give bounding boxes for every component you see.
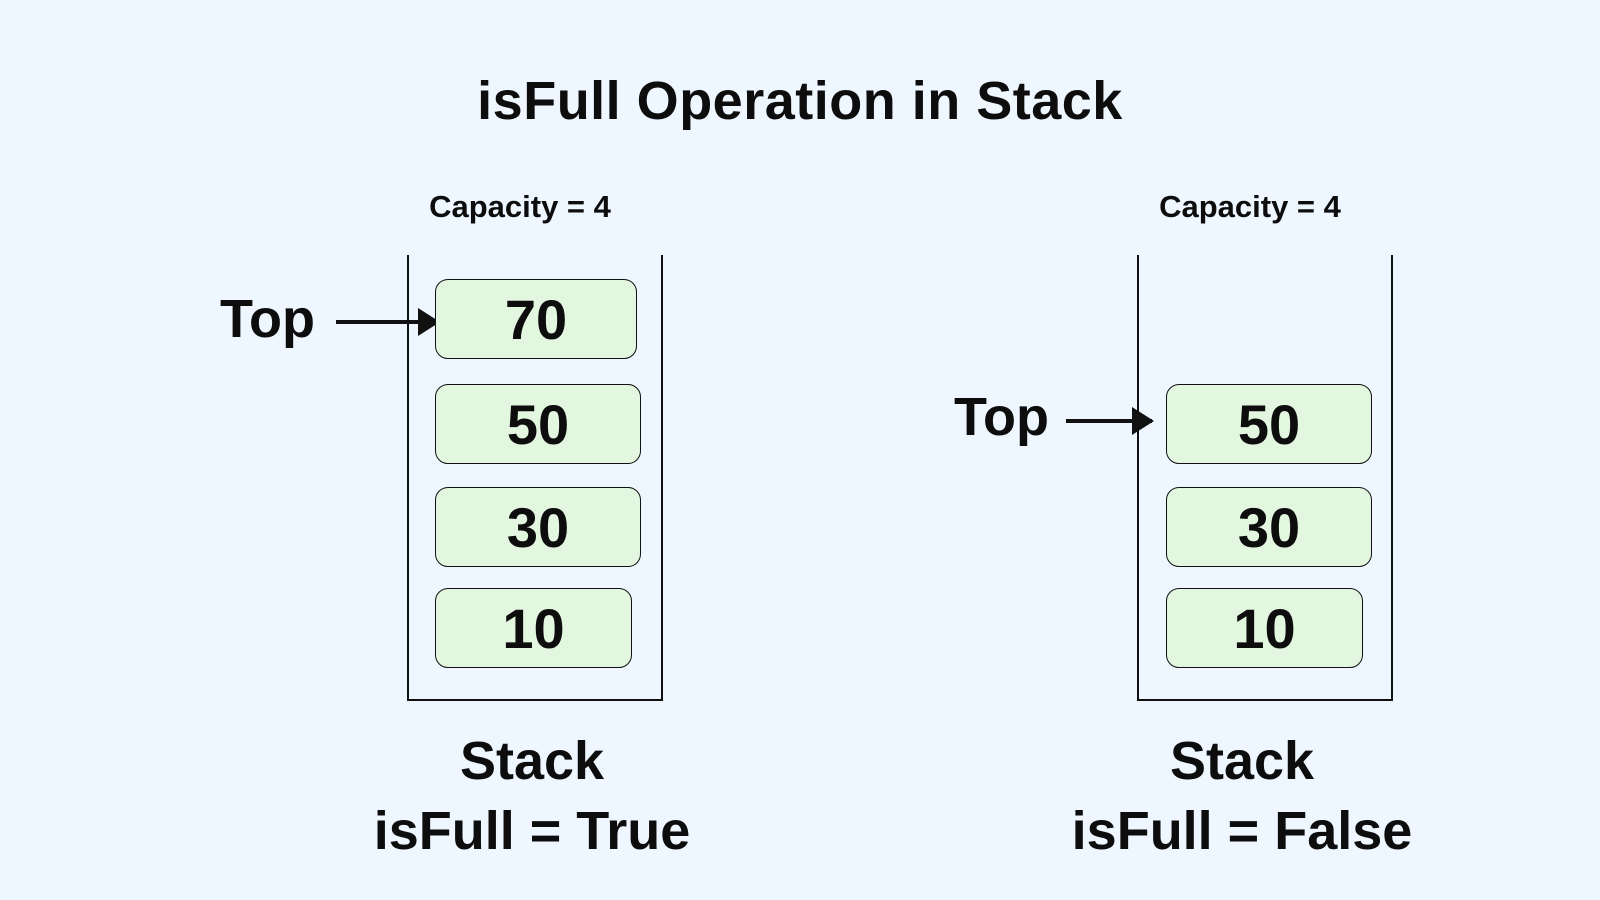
left-caption: Stack isFull = True [322, 726, 742, 866]
right-caption: Stack isFull = False [1032, 726, 1452, 866]
diagram-title: isFull Operation in Stack [477, 71, 1123, 131]
left-stack-item-70: 70 [435, 279, 637, 359]
left-stack-container: 70 50 30 10 [407, 255, 663, 701]
right-caption-isfull: isFull = False [1071, 801, 1413, 861]
right-top-label: Top [954, 387, 1049, 447]
left-caption-stack: Stack [459, 731, 605, 791]
left-capacity-label: Capacity = 4 [429, 189, 611, 224]
right-stack-item-50: 50 [1166, 384, 1372, 464]
right-stack-container: 50 30 10 [1137, 255, 1393, 701]
right-stack-item-30: 30 [1166, 487, 1372, 567]
left-stack-item-10: 10 [435, 588, 632, 668]
left-top-label: Top [220, 289, 315, 349]
left-stack-item-30: 30 [435, 487, 641, 567]
right-capacity-label: Capacity = 4 [1159, 189, 1341, 224]
left-stack-item-50: 50 [435, 384, 641, 464]
left-top-arrow-icon [336, 308, 440, 336]
right-caption-stack: Stack [1169, 731, 1315, 791]
left-caption-isfull: isFull = True [373, 801, 691, 861]
right-stack-item-10: 10 [1166, 588, 1363, 668]
